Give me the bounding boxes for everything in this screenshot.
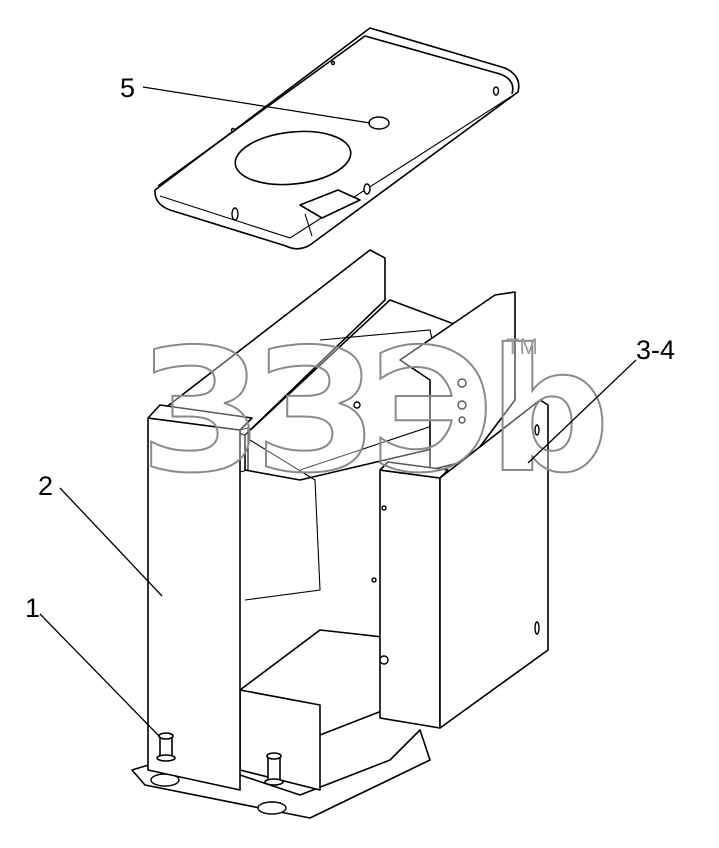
callout-5: 5 [120, 73, 135, 103]
right-upright [399, 291, 516, 471]
watermark-trademark: TM [506, 334, 538, 359]
top-cover-panel [154, 27, 520, 250]
seat-box-frame [131, 249, 549, 819]
cover-bolt-hole [368, 116, 390, 130]
callout-3-4: 3-4 [636, 335, 675, 365]
cover-latch [299, 189, 361, 219]
callout-1: 1 [25, 593, 40, 623]
mounting-bolt [264, 752, 284, 786]
leader-line-2 [59, 487, 163, 597]
callout-2: 2 [38, 471, 53, 501]
mounting-bolt [156, 732, 176, 762]
cover-circular-opening [234, 130, 352, 186]
leader-line-3-4 [527, 359, 637, 464]
watermark-logo: ЗЗЭb [140, 313, 604, 511]
leader-line-5 [142, 86, 371, 124]
right-side-panel [439, 399, 549, 729]
leader-line-1 [39, 613, 161, 738]
